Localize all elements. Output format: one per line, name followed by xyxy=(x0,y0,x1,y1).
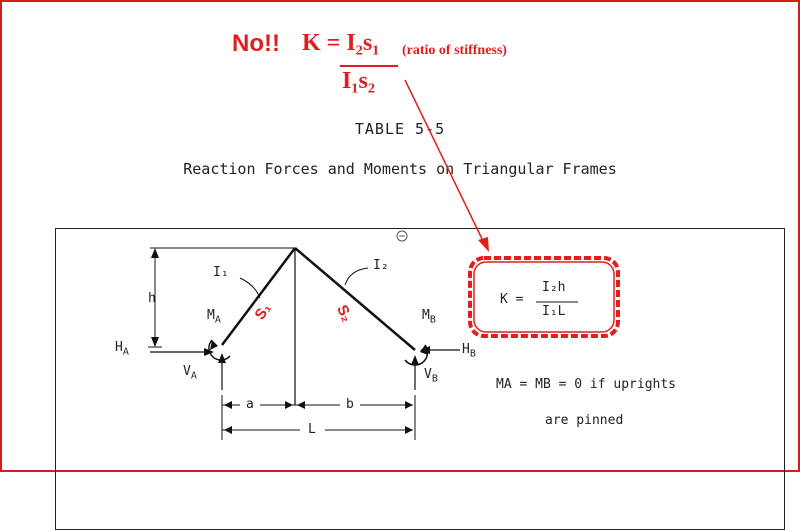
a-label: a xyxy=(246,397,254,412)
vb-label: VB xyxy=(424,367,438,385)
page-border xyxy=(0,0,800,472)
note-line-2: are pinned xyxy=(545,413,624,428)
va-label: VA xyxy=(183,364,197,382)
i1-label: I₁ xyxy=(213,265,229,280)
formula-highlight-box xyxy=(468,256,620,338)
i2-label: I₂ xyxy=(373,258,389,273)
ma-label: MA xyxy=(207,308,221,326)
l-label: L xyxy=(308,422,316,437)
hb-label: HB xyxy=(462,342,476,360)
ha-label: HA xyxy=(115,340,129,358)
plus-marker-icon xyxy=(396,230,408,242)
formula-denominator: I₁L xyxy=(542,304,566,319)
formula-k-label: K = xyxy=(500,292,524,307)
table-title: Reaction Forces and Moments on Triangula… xyxy=(183,160,617,178)
annotation-no: No!! xyxy=(232,30,280,57)
i2-leader xyxy=(344,267,369,286)
h-label: h xyxy=(148,291,156,306)
annotation-arrow-line xyxy=(404,79,486,246)
frame-diagram xyxy=(148,65,620,440)
i1-leader xyxy=(239,277,261,299)
table-number: TABLE 5-5 xyxy=(354,120,446,138)
annotation-ratio-note: (ratio of stiffness) xyxy=(402,43,507,58)
annotation-arrow-head xyxy=(478,237,489,252)
formula-numerator: I₂h xyxy=(542,280,566,295)
annotation-k-denominator: I₁s₂ xyxy=(342,68,376,94)
annotation-k-numerator: K = I₂s₁ xyxy=(302,30,380,56)
frame-member-s2 xyxy=(294,247,416,351)
mb-label: MB xyxy=(422,308,436,326)
ma-moment-arc xyxy=(208,339,231,361)
frame-member-s1 xyxy=(221,247,296,346)
note-line-1: MA = MB = 0 if uprights xyxy=(496,377,677,392)
b-label: b xyxy=(346,397,354,412)
mb-moment-arc xyxy=(404,344,429,366)
